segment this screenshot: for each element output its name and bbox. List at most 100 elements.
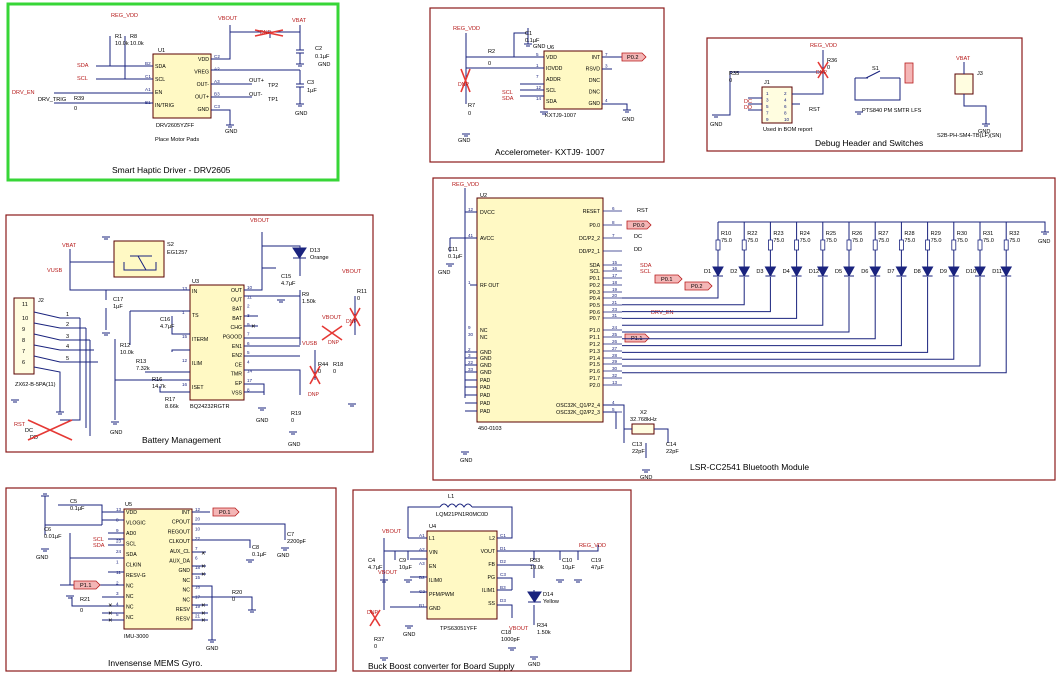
bt-led-1[interactable] [738, 266, 751, 278]
gyro-p01-flag[interactable] [212, 507, 240, 517]
r44-value: 0 [318, 369, 321, 375]
bt-led-6[interactable] [869, 266, 882, 278]
bt-resistor-label-9: R30 [957, 231, 967, 237]
bt-p01-flag[interactable] [654, 274, 683, 284]
r9-value: 1.50k [302, 299, 316, 305]
tps63051-ic[interactable] [426, 530, 498, 620]
bq24232-pinnum-right-10: 17 [247, 378, 253, 383]
debug-p00-flag[interactable] [904, 62, 914, 84]
l1-part: LQM21PN1R0MC0D [436, 512, 488, 518]
cc2541-right-pin-4: SDA [589, 263, 600, 269]
c2-label: C2 [315, 46, 322, 52]
bt-resistor-8[interactable] [925, 239, 930, 251]
accel-gnd-2: GND [533, 44, 545, 50]
cc2541-right-pinnum-23: 5 [612, 407, 615, 412]
debug-vbat: VBAT [956, 56, 971, 62]
bt-led-7[interactable] [895, 266, 908, 278]
bq24232-pin-right-1: OUT [231, 297, 243, 303]
l1-inductor[interactable] [439, 503, 473, 508]
cc2541-module[interactable] [476, 197, 604, 423]
r9-label: R9 [302, 292, 309, 298]
imu3000-pin-left-10: NC [126, 615, 134, 621]
bt-led-5[interactable] [843, 266, 855, 278]
bt-p00-flag[interactable] [626, 220, 652, 230]
bt-resistor-7[interactable] [899, 239, 904, 251]
cc2541-left-pinnum-3: 9 [468, 325, 471, 330]
bt-led-8[interactable] [921, 266, 934, 278]
x2-crystal[interactable] [631, 423, 655, 435]
j1-header[interactable] [761, 86, 793, 124]
gyro-gnd-symbols [41, 493, 289, 643]
bt-led-2[interactable] [764, 266, 777, 278]
cc2541-right-pin-12: P0.7 [589, 316, 600, 322]
cc2541-right-pin-19: P1.6 [589, 369, 600, 375]
battery-block-frame[interactable] [5, 214, 374, 453]
drv2605-ic[interactable] [152, 53, 212, 119]
j2-usb-connector[interactable] [13, 297, 35, 375]
bt-resistor-label-5: R26 [852, 231, 862, 237]
bt-p11-flag[interactable] [624, 333, 650, 343]
kxtj9-ic[interactable] [543, 50, 603, 110]
cc2541-right-pinnum-19: 30 [612, 366, 618, 371]
bt-led-label-10: D10 [966, 269, 976, 275]
s2-switch[interactable] [113, 240, 165, 278]
accelerometer-block-frame[interactable] [429, 7, 665, 163]
imu3000-pinnum-left-0: 13 [116, 507, 122, 512]
bt-resistor-9[interactable] [951, 239, 957, 251]
bt-p02-flag[interactable] [684, 281, 713, 291]
haptic-block-frame[interactable] [6, 2, 340, 182]
bt-resistor-2[interactable] [768, 239, 773, 251]
r2-value: 0 [488, 61, 491, 67]
bt-led-10[interactable] [974, 266, 986, 278]
bt-led-4[interactable] [816, 266, 829, 278]
bt-resistor-6[interactable] [872, 239, 878, 251]
imu3000-pin-right-1: CPOUT [172, 520, 191, 526]
cc2541-left-pinnum-6: 3 [468, 353, 471, 358]
j3-ref: J3 [977, 71, 983, 77]
imu3000-ic[interactable] [123, 508, 193, 630]
bt-resistor-5[interactable] [846, 239, 852, 251]
imu3000-pin-left-7: NC [126, 584, 134, 590]
gyro-p11-flag[interactable] [73, 580, 101, 590]
buckboost-title: Buck Boost converter for Board Supply [368, 661, 515, 671]
bb-gnd-1: GND [403, 632, 415, 638]
bt-resistor-3[interactable] [794, 239, 799, 251]
bluetooth-block-frame[interactable] [432, 177, 1056, 481]
j2-pin-9: 9 [22, 327, 25, 333]
j3-connector[interactable] [954, 73, 974, 95]
accelerometer-block: U6 KXTJ9-1007 VDD5IOVDD1ADDR7SCL12SDA14I… [453, 26, 647, 144]
bt-resistor-value-11: 75.0 [1009, 238, 1020, 244]
bt-led-0[interactable] [712, 266, 724, 278]
bt-resistor-10[interactable] [977, 239, 983, 251]
bt-resistor-4[interactable] [820, 239, 826, 251]
imu3000-pin-right-10: RESV [176, 607, 191, 613]
d14-led[interactable] [527, 591, 542, 603]
cc2541-right-pinnum-0: 6 [612, 206, 615, 211]
c16-label: C16 [160, 317, 170, 323]
bt-led-label-8: D8 [914, 269, 921, 275]
c6-label: C6 [44, 527, 51, 533]
bq24232-ic[interactable] [189, 284, 245, 401]
buckboost-block-frame[interactable] [352, 489, 632, 672]
cc2541-right-pinnum-6: 17 [612, 273, 618, 278]
gyro-block-frame[interactable] [5, 487, 337, 672]
d13-led[interactable] [292, 247, 307, 259]
s2-ref: S2 [167, 242, 174, 248]
tps63051-pinnum-right-2: D2 [500, 559, 506, 564]
debug-block-frame[interactable] [706, 37, 1023, 152]
bq24232-pin-left-0: IN [192, 289, 197, 295]
haptic-scl-flag: SCL [77, 76, 88, 82]
bt-led-label-2: D3 [756, 269, 763, 275]
bt-led-11[interactable] [1000, 266, 1013, 278]
cc2541-right-pinnum-4: 15 [612, 260, 618, 265]
accel-p02-flag[interactable] [621, 52, 647, 62]
c11-value: 0.1µF [448, 254, 463, 260]
cc2541-left-pinnum-8: 33 [468, 367, 474, 372]
bt-led-9[interactable] [947, 266, 960, 278]
bt-resistor-0[interactable] [715, 239, 721, 251]
bt-resistor-1[interactable] [741, 239, 747, 251]
bt-led-3[interactable] [790, 266, 803, 278]
bq24232-pinnum-right-7: 5 [247, 350, 250, 355]
bt-resistor-11[interactable] [1003, 239, 1009, 251]
c17-value: 1µF [113, 304, 123, 310]
